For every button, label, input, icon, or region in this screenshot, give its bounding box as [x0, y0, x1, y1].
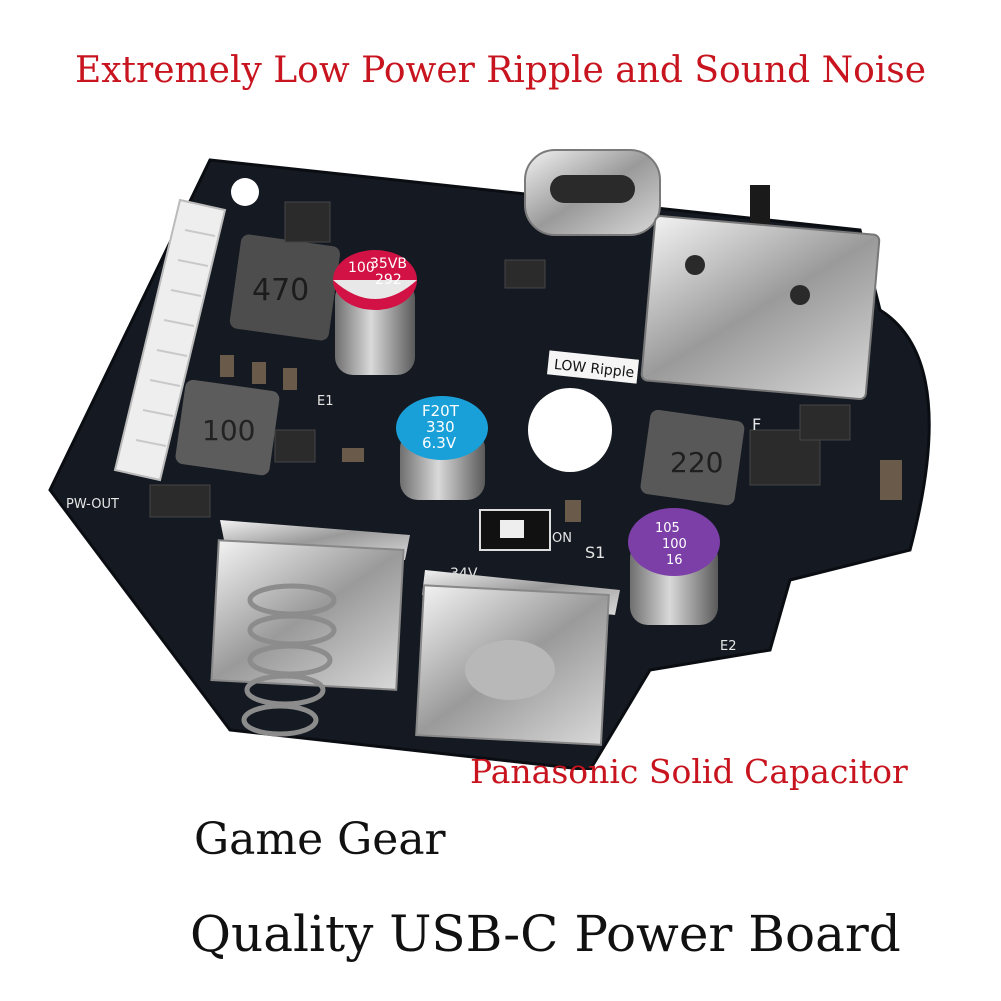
slide-switch [640, 185, 881, 401]
svg-text:16: 16 [666, 553, 683, 568]
svg-text:35VB: 35VB [370, 256, 407, 272]
battery-spring [241, 583, 337, 737]
capacitor-purple: 105 100 16 [628, 508, 720, 625]
svg-text:100: 100 [348, 260, 375, 276]
product-line-1: Game Gear [194, 814, 446, 865]
switch-on-label: ON [552, 531, 572, 546]
capacitor-caption: Panasonic Solid Capacitor [470, 752, 908, 791]
headline: Extremely Low Power Ripple and Sound Noi… [74, 50, 927, 91]
svg-text:6.3V: 6.3V [422, 434, 457, 452]
svg-text:100: 100 [662, 537, 687, 552]
product-line-2: Quality USB-C Power Board [190, 905, 901, 963]
e2-label: E2 [720, 639, 737, 654]
usb-c-port [524, 149, 661, 236]
pw-out-label: PW-OUT [66, 497, 119, 512]
battery-clip-left [210, 520, 410, 691]
f-label: F [752, 415, 761, 434]
svg-text:292: 292 [375, 272, 402, 288]
power-board-photo: PW-OUT 470 100 220 100 35VB 292 F20T 330… [48, 149, 931, 770]
svg-text:100: 100 [202, 414, 255, 447]
smd-components [149, 201, 851, 518]
battery-clip-right [415, 570, 620, 746]
mount-hole [231, 178, 259, 206]
center-hole [528, 388, 612, 472]
inductor-470: 470 [229, 234, 341, 341]
inductor-100: 100 [175, 379, 280, 476]
svg-text:330: 330 [426, 418, 455, 436]
pw-out-connector [113, 198, 227, 482]
svg-text:470: 470 [252, 273, 309, 308]
low-ripple-box [546, 350, 640, 384]
smd-resistors [220, 355, 902, 522]
inductor-220: 220 [640, 409, 745, 506]
s1-label: S1 [585, 543, 605, 562]
capacitor-red: 100 35VB 292 [333, 250, 417, 375]
capacitor-blue: F20T 330 6.3V [396, 396, 488, 500]
svg-text:220: 220 [670, 446, 723, 479]
svg-text:F20T: F20T [422, 402, 460, 420]
svg-text:105: 105 [655, 521, 680, 536]
e1-label: E1 [317, 394, 334, 409]
